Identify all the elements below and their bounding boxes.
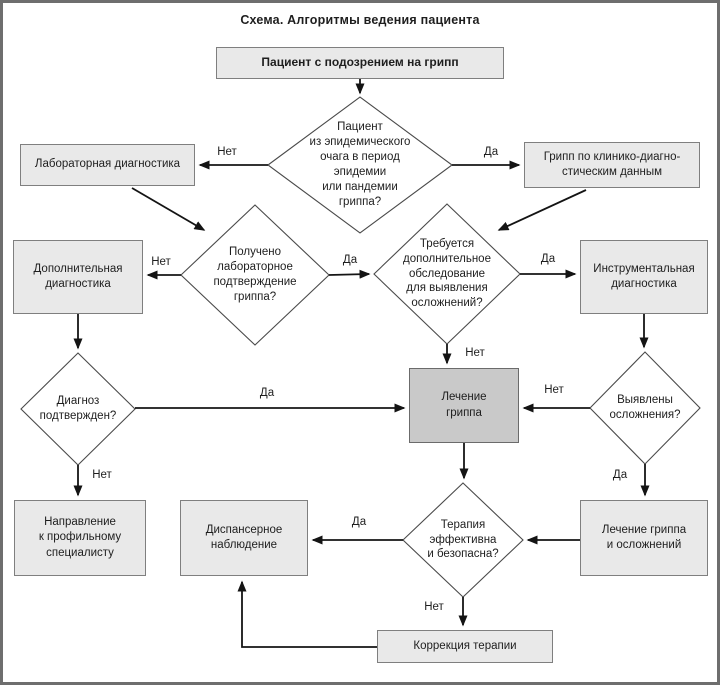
edge-label-no-additionalexam: Нет bbox=[465, 347, 485, 359]
node-dispensary-observation: Диспансерное наблюдение bbox=[180, 500, 308, 576]
edge-label-no-complications: Нет bbox=[544, 384, 564, 396]
edge-label-yes-complications: Да bbox=[612, 469, 628, 481]
node-specialist-referral: Направление к профильному специалисту bbox=[14, 500, 146, 576]
node-clinical-diagnosis: Грипп по клинико-диагно- стическим данны… bbox=[524, 142, 700, 188]
diamond-epidemic-focus bbox=[267, 96, 453, 234]
edge-label-no-diagnosis: Нет bbox=[92, 469, 112, 481]
arrow-correction-to-dispensary bbox=[237, 580, 377, 648]
node-instrumental-diagnostics: Инструментальная диагностика bbox=[580, 240, 708, 314]
decision-diamonds bbox=[20, 96, 701, 598]
edge-label-no-therapy: Нет bbox=[424, 601, 444, 613]
node-therapy-correction: Коррекция терапии bbox=[377, 630, 553, 663]
edge-label-no-labconfirm: Нет bbox=[151, 256, 171, 268]
node-lab-diagnostics: Лабораторная диагностика bbox=[20, 144, 195, 186]
edge-label-yes-therapy: Да bbox=[351, 516, 367, 528]
arrow-lab-to-labconfirm bbox=[131, 187, 206, 231]
arrows bbox=[73, 79, 650, 648]
edge-label-yes-diagnosis: Да bbox=[259, 387, 275, 399]
edge-label-no-epidemic: Нет bbox=[217, 146, 237, 158]
diamond-diagnosis-confirmed bbox=[20, 352, 136, 466]
node-flu-treatment: Лечение гриппа bbox=[409, 368, 519, 443]
edge-label-yes-epidemic: Да bbox=[483, 146, 499, 158]
node-start: Пациент с подозрением на грипп bbox=[216, 47, 504, 79]
flowchart-connectors bbox=[20, 79, 701, 648]
node-additional-diagnostics: Дополнительная диагностика bbox=[13, 240, 143, 314]
diamond-therapy-effective bbox=[402, 482, 524, 598]
diamond-lab-confirmation bbox=[180, 204, 330, 346]
diamond-additional-examination bbox=[373, 203, 521, 345]
page-title: Схема. Алгоритмы ведения пациента bbox=[240, 13, 480, 27]
edge-label-yes-additionalexam: Да bbox=[540, 253, 556, 265]
arrow-clinical-to-additionalexam bbox=[497, 189, 587, 231]
diamond-complications-found bbox=[589, 351, 701, 465]
arrow-labconfirm-yes-additionalexam bbox=[328, 269, 371, 279]
node-flu-and-complications-treatment: Лечение гриппа и осложнений bbox=[580, 500, 708, 576]
edge-label-yes-labconfirm: Да bbox=[342, 254, 358, 266]
